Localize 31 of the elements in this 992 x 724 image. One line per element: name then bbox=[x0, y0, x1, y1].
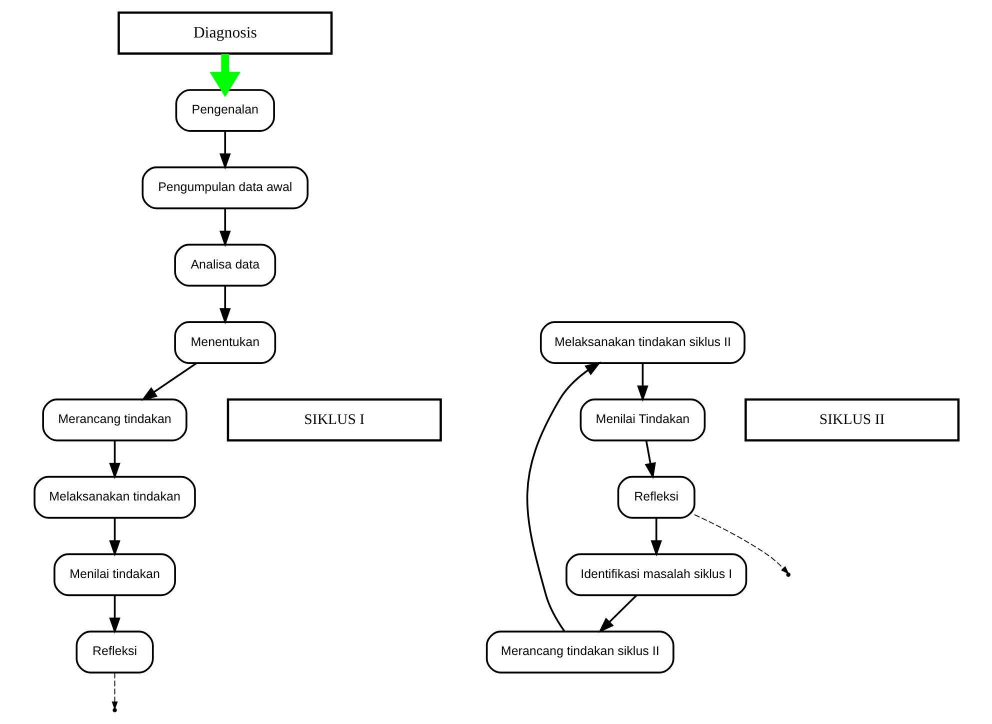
node-box: Menilai tindakan bbox=[53, 553, 176, 596]
node-box: Menentukan bbox=[174, 321, 276, 364]
arrow bbox=[650, 518, 662, 556]
arrow bbox=[644, 440, 656, 480]
node-box: SIKLUS II bbox=[744, 398, 960, 442]
node-box: Merancang tindakan siklus II bbox=[485, 630, 674, 674]
arrow bbox=[694, 514, 789, 574]
node-box: Pengumpulan data awal bbox=[141, 166, 308, 210]
arrow bbox=[218, 286, 230, 324]
node-box: Pengenalan bbox=[174, 89, 274, 132]
arrow bbox=[108, 440, 120, 480]
node-box: Melaksanakan tindakan siklus II bbox=[539, 321, 745, 364]
arrow bbox=[111, 672, 118, 710]
arrow bbox=[526, 362, 601, 632]
node-box: Melaksanakan tindakan bbox=[33, 476, 196, 519]
arrow bbox=[108, 596, 120, 634]
node-box: Refleksi bbox=[75, 630, 154, 674]
arrow bbox=[218, 208, 230, 247]
node-box: Merancang tindakan bbox=[42, 398, 187, 442]
node-box: Identifikasi masalah siklus I bbox=[565, 553, 747, 596]
node-box: Diagnosis bbox=[117, 11, 332, 55]
node-box: SIKLUS I bbox=[226, 398, 442, 442]
arrow bbox=[598, 594, 636, 633]
node-box: Menilai Tindakan bbox=[579, 398, 706, 442]
arrow bbox=[140, 362, 196, 401]
arrow bbox=[108, 518, 120, 556]
node-box: Refleksi bbox=[616, 476, 695, 519]
arrow bbox=[209, 54, 240, 98]
arrow bbox=[636, 363, 648, 402]
arrow bbox=[218, 131, 230, 170]
node-box: Analisa data bbox=[174, 244, 276, 287]
